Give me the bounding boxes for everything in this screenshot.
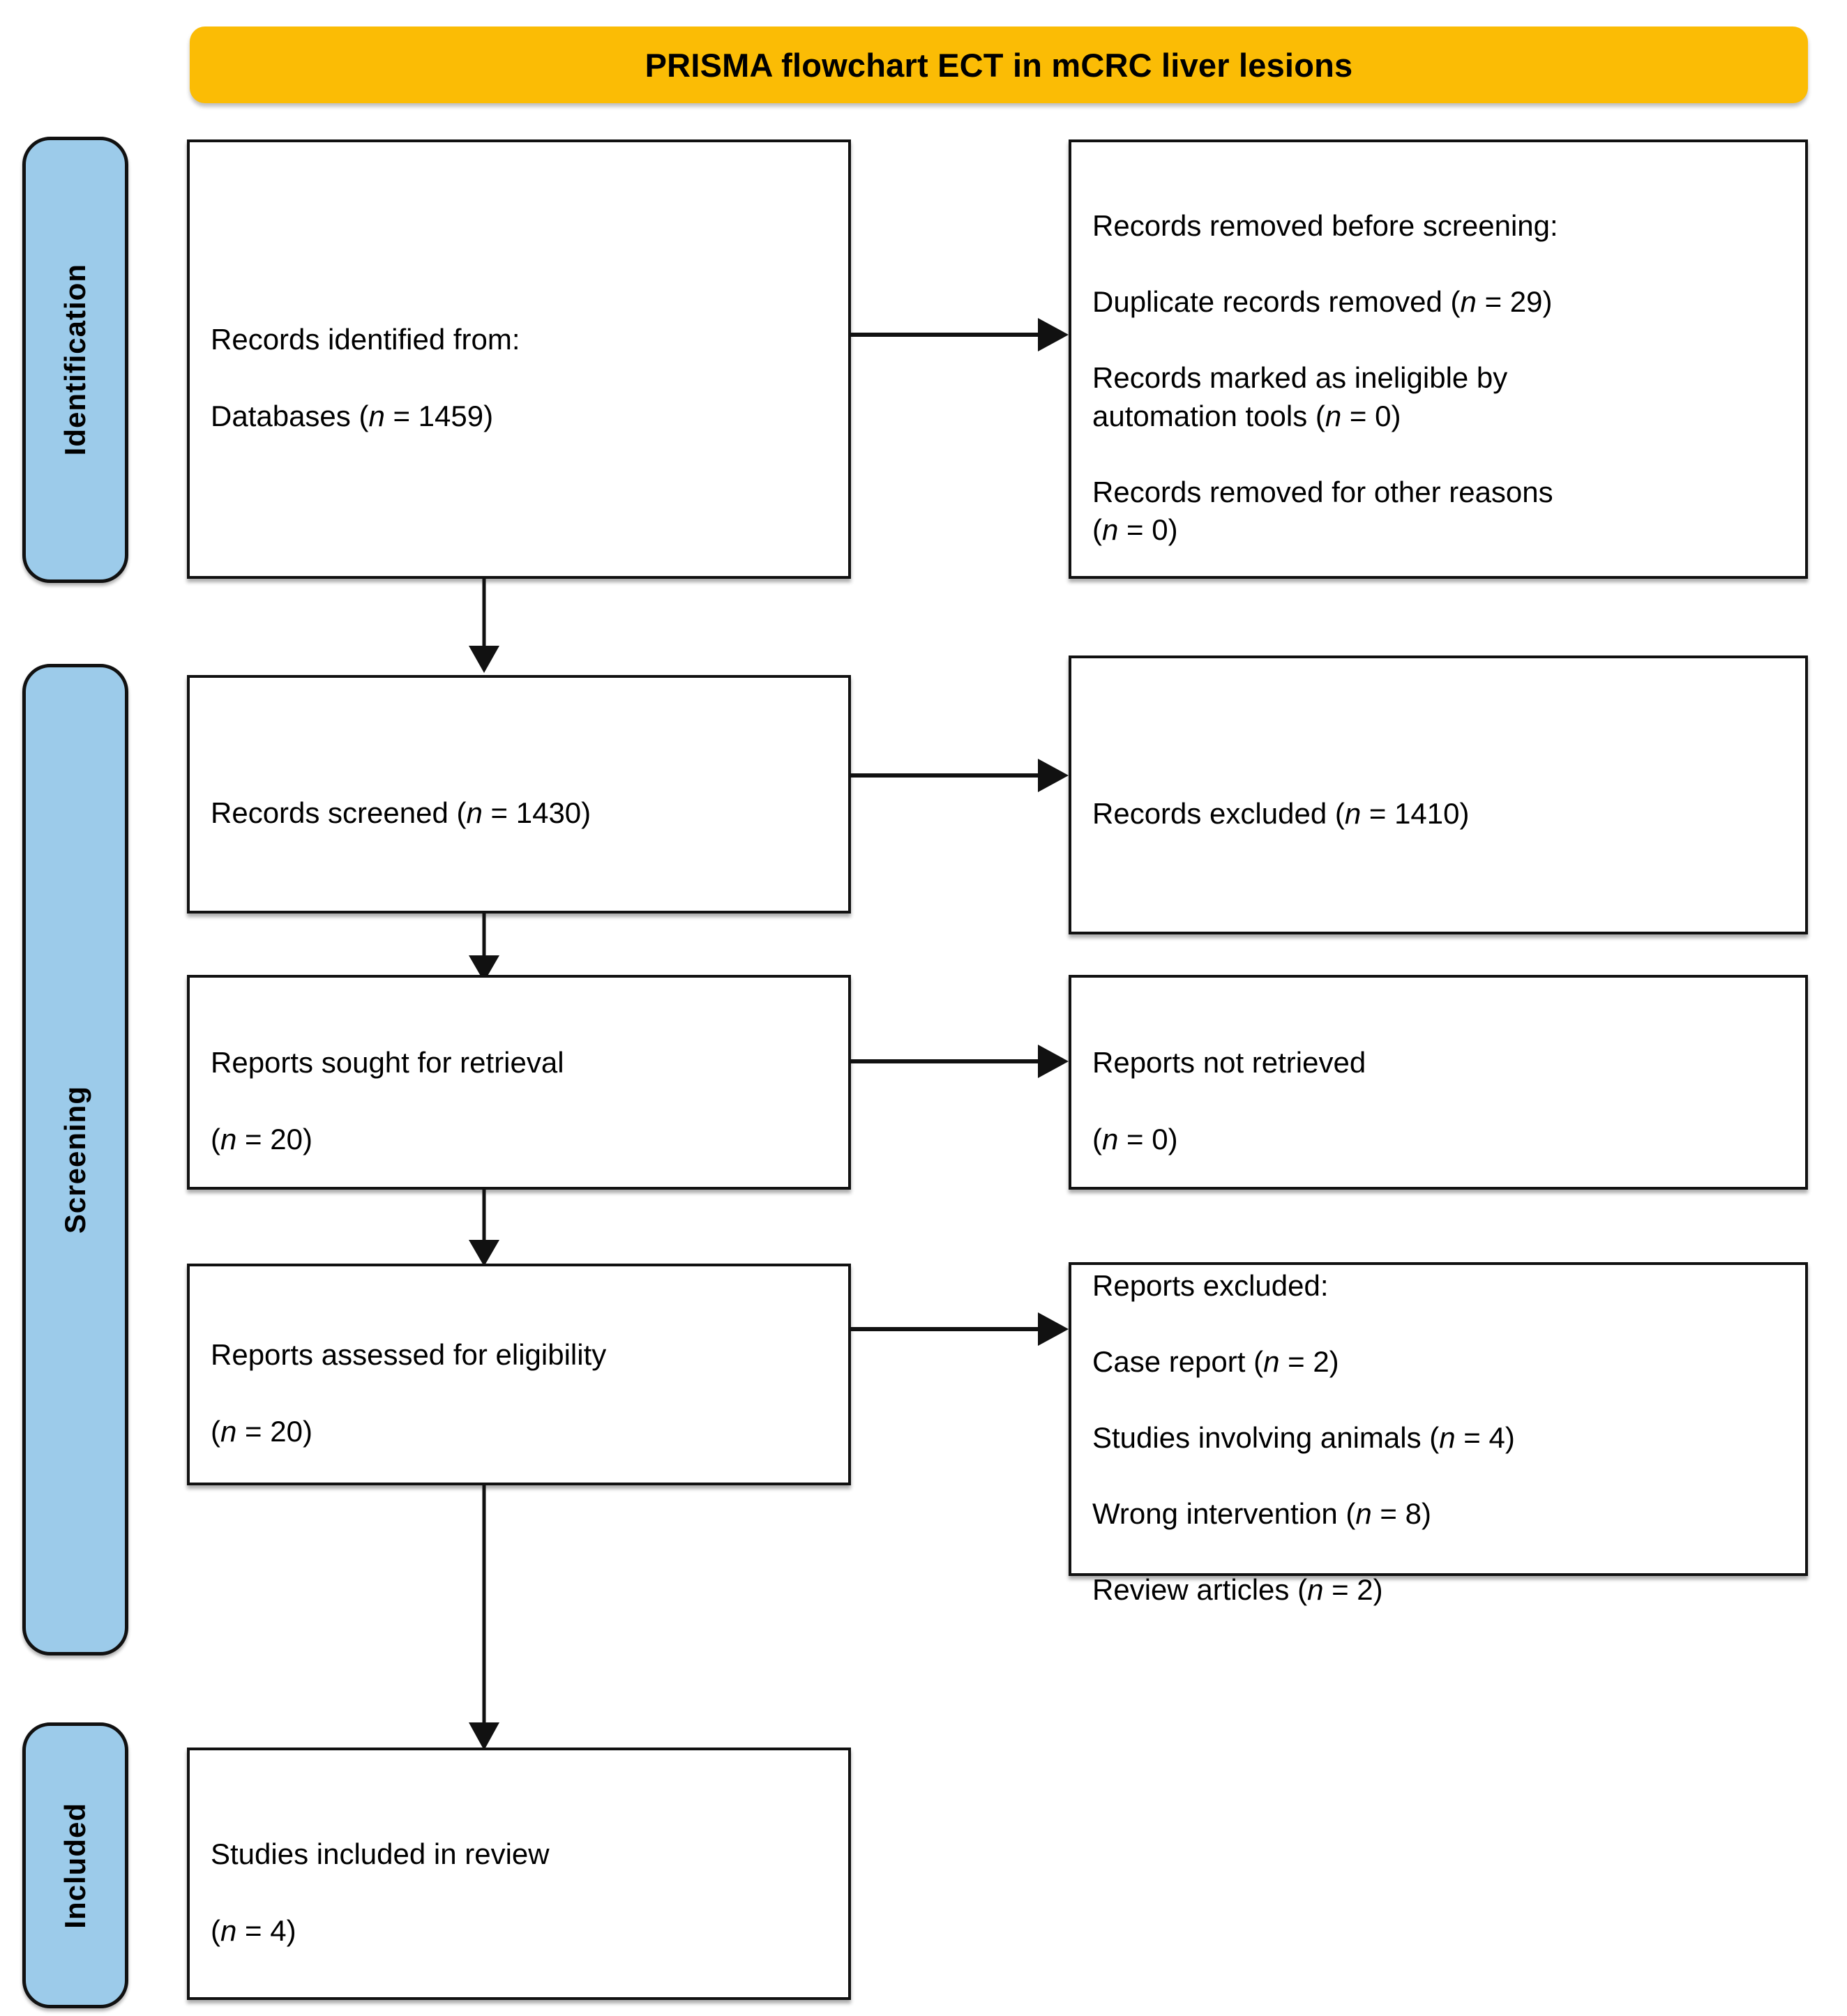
- box-records-excluded-text: Records excluded (n = 1410): [1092, 797, 1470, 830]
- connector-screened-to-excluded: [851, 755, 1069, 796]
- connector-sought-to-assessed: [463, 1190, 505, 1266]
- box-reports-assessed-text: Reports assessed for eligibility (n = 20…: [211, 1338, 607, 1448]
- box-reports-assessed: Reports assessed for eligibility (n = 20…: [187, 1264, 851, 1485]
- box-reports-excluded-text: Reports excluded: Case report (n = 2) St…: [1092, 1268, 1515, 1607]
- box-reports-sought-text: Reports sought for retrieval (n = 20): [211, 1046, 564, 1155]
- box-reports-not-retrieved-text: Reports not retrieved (n = 0): [1092, 1046, 1366, 1155]
- connector-sought-to-not-retrieved: [851, 1040, 1069, 1082]
- connector-identified-to-screened: [463, 579, 505, 673]
- connector-assessed-to-included: [463, 1485, 505, 1750]
- connector-assessed-to-reports-excluded: [851, 1308, 1069, 1350]
- box-studies-included-text: Studies included in review (n = 4): [211, 1837, 550, 1947]
- box-records-screened-text: Records screened (n = 1430): [211, 796, 591, 829]
- phase-pill-screening: Screening: [22, 664, 128, 1655]
- phase-label-included: Included: [59, 1802, 91, 1929]
- box-records-identified-text: Records identified from: Databases (n = …: [211, 323, 520, 432]
- connector-screened-to-sought: [463, 914, 505, 982]
- phase-pill-included: Included: [22, 1722, 128, 2008]
- box-records-identified: Records identified from: Databases (n = …: [187, 139, 851, 579]
- phase-label-identification: Identification: [59, 264, 91, 456]
- box-reports-not-retrieved: Reports not retrieved (n = 0): [1069, 975, 1808, 1190]
- box-records-removed: Records removed before screening: Duplic…: [1069, 139, 1808, 579]
- box-studies-included: Studies included in review (n = 4): [187, 1748, 851, 2000]
- box-reports-excluded: Reports excluded: Case report (n = 2) St…: [1069, 1262, 1808, 1606]
- connector-identified-to-removed: [851, 314, 1069, 356]
- box-records-removed-text: Records removed before screening: Duplic…: [1092, 209, 1558, 547]
- box-records-screened: Records screened (n = 1430): [187, 675, 851, 914]
- phase-pill-identification: Identification: [22, 137, 128, 583]
- box-reports-sought: Reports sought for retrieval (n = 20): [187, 975, 851, 1190]
- phase-label-screening: Screening: [59, 1085, 91, 1234]
- chart-title-banner: PRISMA flowchart ECT in mCRC liver lesio…: [190, 26, 1808, 103]
- box-records-excluded: Records excluded (n = 1410): [1069, 655, 1808, 934]
- page-title: PRISMA flowchart ECT in mCRC liver lesio…: [644, 46, 1353, 84]
